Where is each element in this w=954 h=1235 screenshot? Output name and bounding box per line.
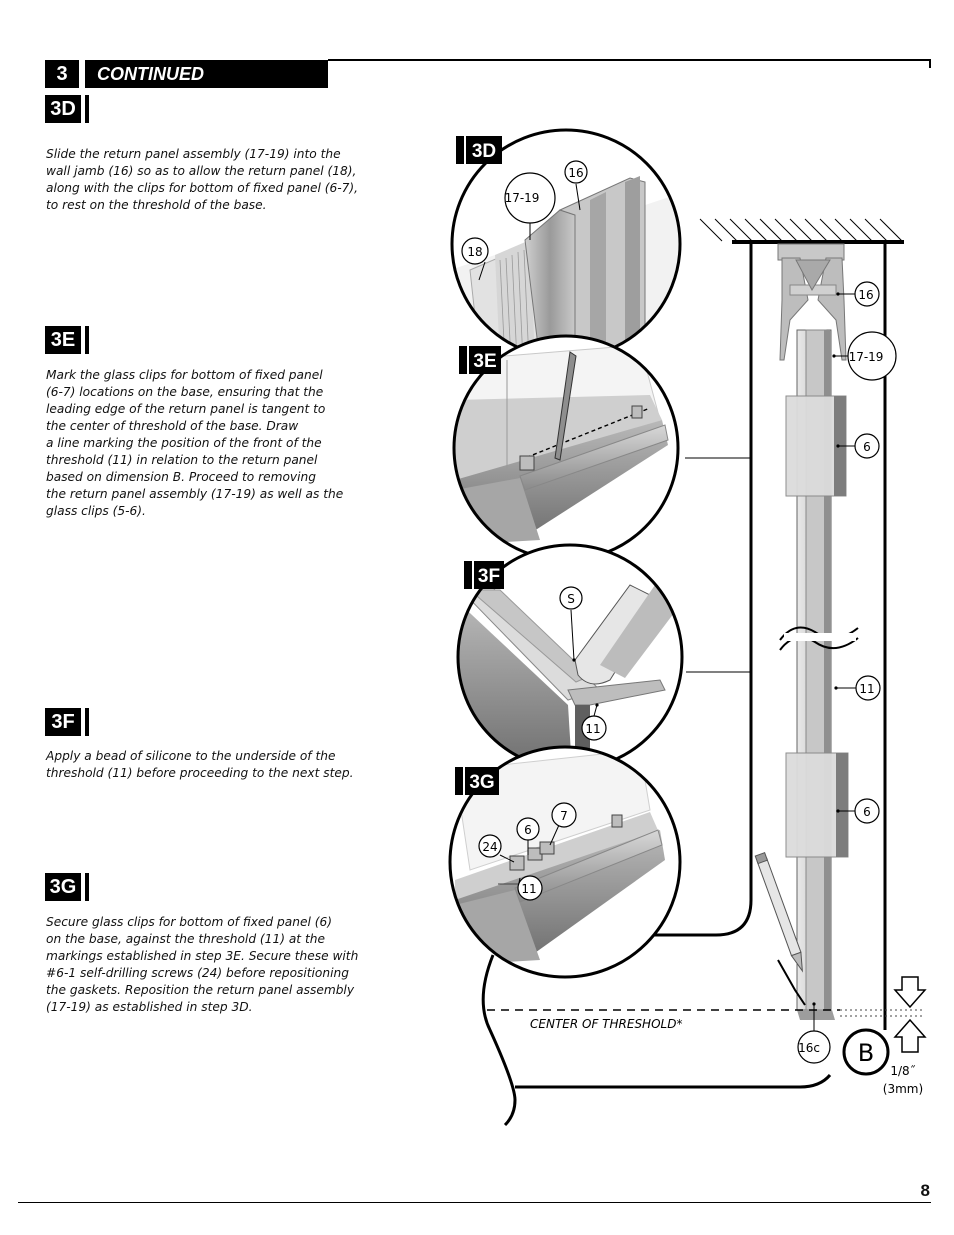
callout-r-17-19: 17-19: [849, 350, 884, 364]
step-3g-tag: 3G: [45, 873, 89, 901]
step-3d-text: Slide the return panel assembly (17-19) …: [46, 146, 426, 214]
step-3f-line: Apply a bead of silicone to the undersid…: [46, 749, 336, 763]
callout-g-6: 6: [524, 823, 532, 837]
detail-3g-tag: 3G: [469, 772, 494, 793]
callout-r-6-bottom: 6: [863, 805, 871, 819]
callout-d-17-19: 17-19: [505, 191, 540, 205]
detail-3g-circle: 3G: [448, 745, 682, 979]
step-3e-line: threshold (11) in relation to the return…: [46, 453, 318, 467]
detail-3f-tag: 3F: [478, 566, 500, 587]
step-3d-line: Slide the return panel assembly (17-19) …: [46, 147, 341, 161]
callout-circle: [517, 875, 543, 901]
callout-circle: [564, 160, 588, 184]
step-3e-line: leading edge of the return panel is tang…: [46, 402, 326, 416]
step-3g-text: Secure glass clips for bottom of fixed p…: [46, 914, 426, 1016]
step-3f-text: Apply a bead of silicone to the undersid…: [46, 748, 426, 782]
step-3d-tag: 3D: [45, 95, 89, 123]
step-3e-line: the center of threshold of the base. Dra…: [46, 419, 299, 433]
page-number: 8: [920, 1181, 930, 1200]
step-3g-line: markings established in step 3E. Secure …: [46, 949, 359, 963]
callout-f-11: 11: [585, 722, 600, 736]
callout-circle: [854, 281, 880, 307]
step-3e-line: based on dimension B. Proceed to removin…: [46, 470, 316, 484]
callout-circle: [478, 834, 502, 858]
callout-r-11: 11: [859, 682, 874, 696]
callout-r-6-top: 6: [863, 440, 871, 454]
header-rule: [328, 59, 930, 61]
step-3f-tag: 3F: [45, 708, 89, 736]
dimension-b-circle: [842, 1028, 890, 1076]
step-3g-line: the gaskets. Reposition the return panel…: [46, 983, 355, 997]
callout-circle: [854, 798, 880, 824]
step-3e-tag: 3E: [45, 326, 89, 354]
callout-circle: [581, 715, 607, 741]
callout-f-s: S: [567, 592, 575, 606]
step-3f-line: threshold (11) before proceeding to the …: [46, 766, 354, 780]
step-3e-line: (6-7) locations on the base, ensuring th…: [46, 385, 324, 399]
detail-3d-tag: 3D: [472, 141, 496, 162]
callout-g-11: 11: [521, 882, 536, 896]
detail-3e-circle: 3E: [452, 334, 680, 562]
step-3e-line: the return panel assembly (17-19) as wel…: [46, 487, 344, 501]
step-3g-line: #6-1 self-drilling screws (24) before re…: [46, 966, 349, 980]
step-title: CONTINUED: [85, 60, 328, 88]
callout-circle: [504, 172, 556, 224]
dimension-inch: 1/8˝: [890, 1064, 915, 1078]
callout-circle: [847, 331, 897, 381]
callout-r-16: 16: [858, 288, 873, 302]
callout-circle: [551, 802, 577, 828]
step-3g-line: (17-19) as established in step 3D.: [46, 1000, 253, 1014]
step-3g-line: on the base, against the threshold (11) …: [46, 932, 325, 946]
callout-circle: [855, 675, 881, 701]
footer-rule: [18, 1202, 931, 1203]
step-3e-line: glass clips (5-6).: [46, 504, 146, 518]
dimension-mm: (3mm): [883, 1082, 923, 1096]
detail-3d-circle: 3D: [450, 128, 682, 360]
callout-circle: [559, 586, 583, 610]
callout-circle: [854, 433, 880, 459]
center-of-threshold-label: CENTER OF THRESHOLD*: [530, 1017, 682, 1031]
step-3d-line: wall jamb (16) so as to allow the return…: [46, 164, 357, 178]
callout-g-24: 24: [482, 840, 497, 854]
step-3d-line: along with the clips for bottom of fixed…: [46, 181, 359, 195]
detail-3f-circle: 3F: [456, 543, 684, 771]
callout-circle: [461, 237, 489, 265]
step-3e-line: Mark the glass clips for bottom of fixed…: [46, 368, 323, 382]
callout-d-18: 18: [467, 245, 482, 259]
step-3e-text: Mark the glass clips for bottom of fixed…: [46, 367, 426, 520]
header-rule-end: [929, 59, 931, 68]
cross-section-drawing: [481, 218, 927, 1127]
callout-g-7: 7: [560, 809, 568, 823]
step-3e-line: a line marking the position of the front…: [46, 436, 322, 450]
step-3g-line: Secure glass clips for bottom of fixed p…: [46, 915, 332, 929]
callout-circle: [516, 817, 540, 841]
step-3d-line: to rest on the threshold of the base.: [46, 198, 267, 212]
step-number: 3: [45, 60, 79, 88]
detail-3e-tag: 3E: [473, 351, 496, 372]
callout-r-16c: 16c: [798, 1041, 820, 1055]
dimension-b-label: B: [858, 1039, 874, 1067]
callout-d-16: 16: [568, 166, 583, 180]
callout-circle: [797, 1030, 831, 1064]
